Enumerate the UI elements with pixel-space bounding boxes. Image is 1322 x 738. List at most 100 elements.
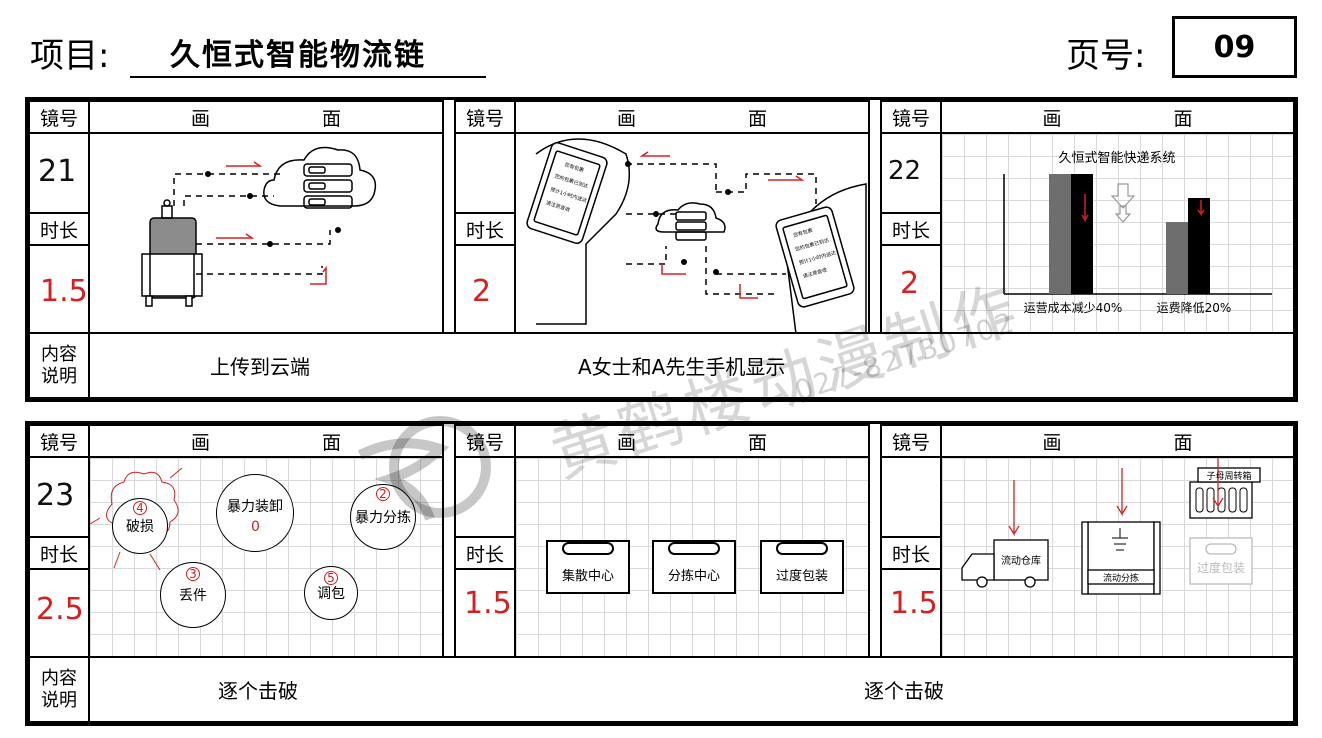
content-label: 内容说明	[28, 656, 90, 723]
duration-label: 时长	[454, 212, 516, 246]
frame-title: 画面	[514, 100, 870, 134]
duration-value: 2.5	[36, 592, 84, 627]
frame-title-right: 面	[1173, 431, 1193, 454]
description-left: 上传到云端	[210, 355, 310, 379]
frame-canvas-chart: 久恒式智能快递系统 运营成本减少40% 运费降低20%	[940, 132, 1295, 334]
red-down-arrow	[1081, 194, 1089, 223]
project-title-underline	[130, 24, 486, 78]
project-title: 久恒式智能物流链	[170, 38, 426, 73]
center-card: 分拣中心	[652, 540, 736, 594]
chart-bar	[1071, 174, 1093, 294]
frame-title: 画面	[88, 100, 444, 134]
truck-box	[993, 539, 1049, 581]
center-card: 过度包装	[760, 540, 844, 594]
content-label: 内容说明	[28, 332, 90, 399]
red-down-arrow	[1116, 468, 1128, 517]
duration-label: 时长	[28, 536, 90, 570]
chart-label-b: 运费降低20%	[1157, 301, 1232, 315]
frame-title-left: 画	[1042, 107, 1062, 130]
duration-value: 1.5	[464, 586, 512, 621]
page-number: 09	[1172, 16, 1297, 78]
frame-title-left: 画	[616, 431, 636, 454]
frame-title-right: 面	[748, 431, 768, 454]
shot-number-cell	[454, 132, 516, 214]
red-down-arrow	[1008, 480, 1020, 537]
frame-title-left: 画	[1042, 431, 1062, 454]
duration-cell: 1.5	[28, 244, 90, 334]
page-label: 页号:	[1066, 36, 1146, 76]
duration-cell: 1.5	[454, 568, 516, 658]
chart-bar	[1188, 198, 1210, 294]
shot-number: 22	[888, 156, 922, 186]
shot-label: 镜号	[28, 100, 90, 134]
duration-value: 1.5	[890, 586, 938, 621]
shot-number-cell: 22	[880, 132, 942, 214]
upload-illustration	[141, 146, 377, 307]
duration-label: 时长	[880, 536, 942, 570]
phones-illustration: 您有包裹 您的包裹已到达 预计1小时内送达 请注意查收 您有包裹 您的包裹已到达…	[526, 138, 867, 332]
down-arrow-icon	[1110, 183, 1136, 223]
shot-number-cell: 21	[28, 132, 90, 214]
frame-canvas-centers: 集散中心 分拣中心 过度包装	[514, 456, 870, 658]
chart-bar	[1049, 174, 1071, 294]
shot-number: 21	[38, 154, 77, 189]
chart-title: 久恒式智能快递系统	[1058, 151, 1175, 166]
duration-label: 时长	[880, 212, 942, 246]
frame-title-right: 面	[1173, 107, 1193, 130]
storyboard-row-1: 镜号 画面 21 时长 1.5	[25, 97, 1298, 402]
truck-label: 流动仓库	[1001, 554, 1041, 567]
sorter-label: 流动分拣	[1103, 572, 1139, 584]
duration-cell: 2	[454, 244, 516, 334]
description-right: 逐个击破	[864, 679, 944, 703]
chart-bar	[1166, 222, 1188, 294]
shot-number-cell: 23	[28, 456, 90, 538]
duration-cell: 2.5	[28, 568, 90, 658]
frame-canvas-phones: 您有包裹 您的包裹已到达 预计1小时内送达 请注意查收 您有包裹 您的包裹已到达…	[514, 132, 870, 334]
solutions-illustration: 流动仓库 流动分拣 子母周转箱 过度包装	[961, 456, 1261, 595]
frame-canvas-solutions: 流动仓库 流动分拣 子母周转箱 过度包装	[940, 456, 1295, 658]
frame-title-right: 面	[322, 107, 342, 130]
duration-label: 时长	[28, 212, 90, 246]
description-left: 逐个击破	[218, 679, 298, 703]
cost-chart: 久恒式智能快递系统 运营成本减少40% 运费降低20%	[1003, 151, 1272, 315]
red-down-arrow	[1197, 200, 1205, 217]
frame-canvas-upload	[88, 132, 444, 334]
shot-number: 23	[36, 478, 75, 513]
sorter-belt	[1087, 569, 1155, 585]
frame-title-left: 画	[190, 431, 210, 454]
shot-label: 镜号	[28, 424, 90, 458]
frame-title-left: 画	[190, 107, 210, 130]
frame-title-right: 面	[322, 431, 342, 454]
shot-number-cell	[880, 456, 942, 538]
frame-title-left: 画	[616, 107, 636, 130]
description-right: A女士和A先生手机显示	[578, 355, 786, 379]
sorter-claw-icon	[1112, 528, 1128, 551]
red-down-arrow	[1212, 456, 1224, 509]
frame-title: 画面	[940, 424, 1295, 458]
duration-cell: 1.5	[880, 568, 942, 658]
frame-title: 画面	[940, 100, 1295, 134]
content-description: 逐个击破 逐个击破	[88, 656, 1295, 723]
truck-cab	[961, 553, 995, 581]
shot-label: 镜号	[454, 100, 516, 134]
shot-label: 镜号	[880, 100, 942, 134]
watermark-logo-icon	[357, 416, 491, 521]
content-description: 上传到云端 A女士和A先生手机显示	[88, 332, 1295, 399]
center-card: 集散中心	[546, 540, 630, 594]
tote-label: 子母周转箱	[1206, 470, 1251, 482]
shot-label: 镜号	[880, 424, 942, 458]
duration-value: 2	[472, 274, 492, 309]
duration-value: 2	[900, 266, 920, 301]
project-label: 项目:	[30, 36, 110, 76]
chart-label-a: 运营成本减少40%	[1024, 301, 1123, 315]
frame-title-right: 面	[748, 107, 768, 130]
faded-label: 过度包装	[1197, 560, 1245, 575]
duration-value: 1.5	[40, 274, 88, 309]
